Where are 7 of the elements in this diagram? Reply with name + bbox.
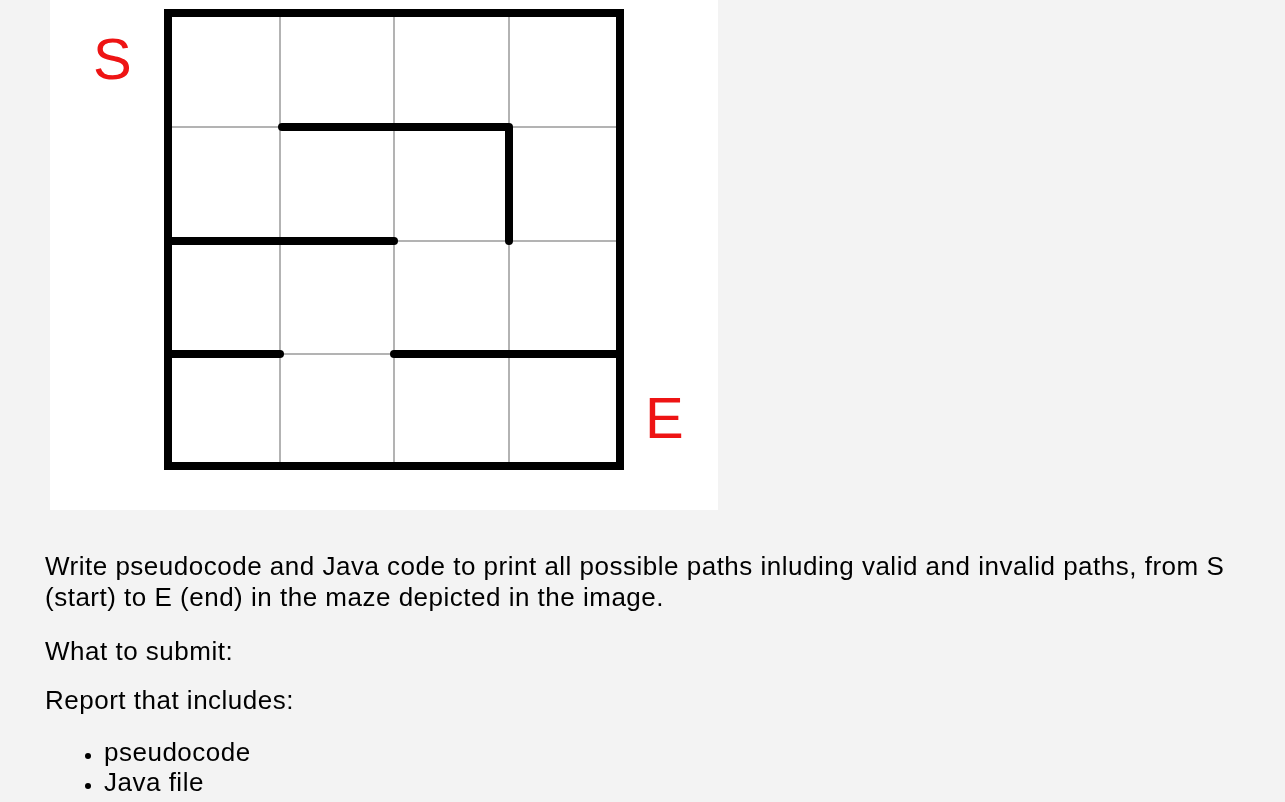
maze-label: S: [93, 30, 132, 88]
instruction-text: Write pseudocode and Java code to print all possible paths inluding valid and invalid paths, from S (start) to E (end) in the maze depicted in the image.: [45, 551, 1226, 613]
list-item: Java file: [104, 767, 204, 798]
maze-label: E: [645, 389, 684, 447]
list-item: pseudocode: [104, 737, 251, 768]
heading-text: What to submit:: [45, 636, 234, 667]
paragraph-text: Report that includes:: [45, 685, 294, 716]
